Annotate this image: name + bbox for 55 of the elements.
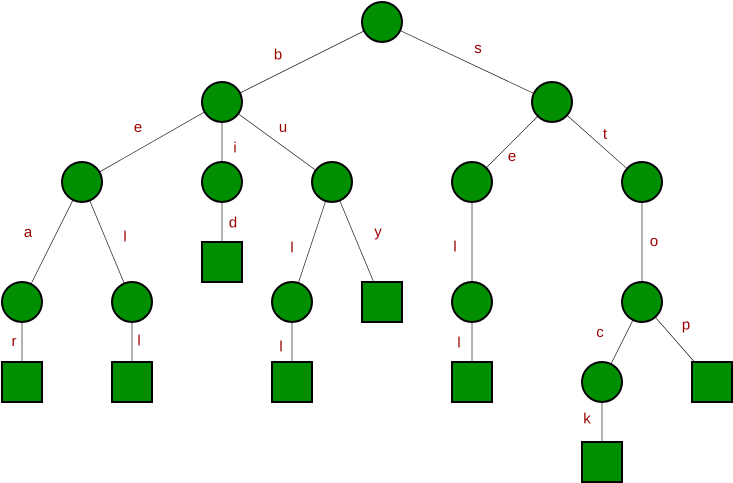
edge-label: l [456,336,462,348]
edge-label: o [648,236,660,248]
end-of-word-square [271,361,313,403]
edge-line [238,113,316,171]
edge-line [654,316,695,362]
edge-line [99,112,205,172]
edge-line [339,200,374,282]
trie-node-circle [531,81,573,123]
edge-line [610,320,634,364]
edge-label: c [595,328,605,338]
edge-label: i [232,140,238,154]
trie-node-circle [621,281,663,323]
trie-node-circle [451,281,493,323]
edge-label: k [582,412,592,424]
edge-label: a [22,228,34,238]
trie-node-circle [1,281,43,323]
trie-node-circle [621,161,663,203]
trie-node-circle [581,361,623,403]
trie-node-circle [271,281,313,323]
trie-node-circle [361,1,403,43]
end-of-word-square [691,361,733,403]
trie-node-circle [201,161,243,203]
edge-line [30,200,74,284]
edge-label: s [473,44,483,54]
edge-label: e [132,122,144,134]
edge-line [486,116,538,168]
edge-label: l [278,340,284,352]
edge-line [298,200,326,284]
edge-label: y [373,228,383,240]
trie-node-circle [61,161,103,203]
end-of-word-square [201,241,243,283]
edge-line [89,200,125,284]
edge-label: l [122,230,128,242]
trie-node-circle [311,161,353,203]
trie-node-circle [451,161,493,203]
edge-label: r [10,336,18,347]
edge-label: l [289,240,295,254]
edge-line [240,30,364,94]
edge-label: p [680,320,692,334]
end-of-word-square [581,441,623,483]
end-of-word-square [1,361,43,403]
trie-node-circle [201,81,243,123]
edge-label: t [602,128,608,140]
edge-label: d [228,216,238,228]
end-of-word-square [361,281,403,323]
end-of-word-square [111,361,153,403]
trie-node-circle [111,281,153,323]
edge-line [400,30,534,94]
edge-label: l [136,334,142,346]
edge-label: e [506,152,518,162]
edge-label: l [452,240,458,252]
edge-line [566,114,628,170]
edge-label: b [272,48,284,60]
edge-label: u [278,122,288,134]
end-of-word-square [451,361,493,403]
